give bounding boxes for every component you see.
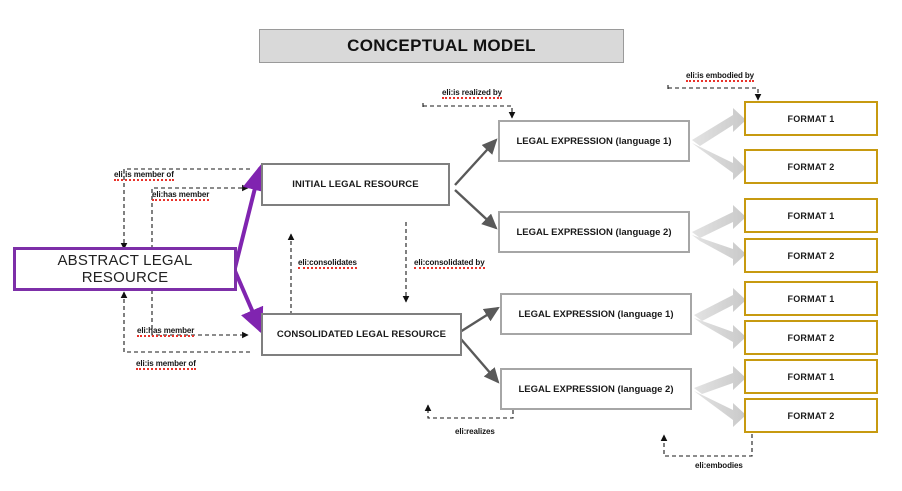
edge-is-member-of-bottom [120,291,250,353]
edge-label-realizes-text: eli:realizes [455,427,495,436]
block-arrow-expr-i-l2-to-formats [692,205,746,266]
edge-label-is-member-of-top-text: eli:is member of [114,170,174,181]
node-consolidated-legal-resource-label: CONSOLIDATED LEGAL RESOURCE [276,329,447,340]
edge-consolidated-to-expressions [459,306,500,384]
edge-label-is-embodied-by: eli:is embodied by [686,71,754,82]
node-legal-expression-consolidated-lang1-label: LEGAL EXPRESSION (language 1) [518,308,674,320]
node-format-initial-lang2-format1[interactable]: FORMAT 1 [744,198,878,233]
node-format-consolidated-lang2-format1-label: FORMAT 1 [787,371,835,382]
edge-label-consolidated-by-text: eli:consolidated by [414,258,485,269]
node-consolidated-legal-resource[interactable]: CONSOLIDATED LEGAL RESOURCE [261,313,462,356]
page-title: CONCEPTUAL MODEL [259,29,624,63]
edge-is-realized-by [422,103,512,118]
node-format-initial-lang1-format2[interactable]: FORMAT 2 [744,149,878,184]
node-format-initial-lang1-format1-label: FORMAT 1 [787,113,835,124]
node-format-initial-lang1-format2-label: FORMAT 2 [787,161,835,172]
page-title-text: CONCEPTUAL MODEL [347,36,536,55]
edge-label-has-member-bottom: eli:has member [137,326,195,337]
edge-label-is-realized-by: eli:is realized by [442,88,503,99]
node-format-consolidated-lang1-format1[interactable]: FORMAT 1 [744,281,878,316]
edge-label-consolidates-text: eli:consolidates [298,258,357,269]
edge-label-embodies-text: eli:embodies [695,461,743,470]
node-abstract-legal-resource[interactable]: ABSTRACT LEGAL RESOURCE [13,247,237,291]
edge-label-is-member-of-bottom: eli:is member of [136,359,196,370]
edge-abstract-to-initial-purple [233,164,267,269]
edge-is-member-of-top [120,168,250,250]
node-initial-legal-resource-label: INITIAL LEGAL RESOURCE [292,179,419,190]
edge-label-has-member-top: eli:has member [152,190,210,201]
node-legal-expression-consolidated-lang1[interactable]: LEGAL EXPRESSION (language 1) [500,293,692,335]
node-format-consolidated-lang2-format2[interactable]: FORMAT 2 [744,398,878,433]
node-format-consolidated-lang2-format1[interactable]: FORMAT 1 [744,359,878,394]
node-format-initial-lang2-format2[interactable]: FORMAT 2 [744,238,878,273]
edge-label-embodies: eli:embodies [695,461,743,470]
edge-embodies [660,434,753,457]
edge-label-consolidated-by: eli:consolidated by [414,258,485,269]
node-legal-expression-consolidated-lang2-label: LEGAL EXPRESSION (language 2) [518,383,674,395]
block-arrow-expr-i-l1-to-formats [692,108,746,180]
block-arrow-expr-c-l1-to-formats [694,288,746,349]
node-format-consolidated-lang1-format1-label: FORMAT 1 [787,293,835,304]
node-abstract-legal-resource-label: ABSTRACT LEGAL RESOURCE [57,252,193,286]
node-legal-expression-initial-lang2-label: LEGAL EXPRESSION (language 2) [516,226,672,238]
edge-label-is-realized-by-text: eli:is realized by [442,88,503,99]
node-format-consolidated-lang2-format2-label: FORMAT 2 [787,410,835,421]
node-format-initial-lang2-format1-label: FORMAT 1 [787,210,835,221]
node-legal-expression-initial-lang1[interactable]: LEGAL EXPRESSION (language 1) [498,120,690,162]
edge-is-embodied-by [667,85,758,100]
node-initial-legal-resource[interactable]: INITIAL LEGAL RESOURCE [261,163,450,206]
edge-label-realizes: eli:realizes [455,427,495,436]
node-legal-expression-consolidated-lang2[interactable]: LEGAL EXPRESSION (language 2) [500,368,692,410]
edge-label-is-embodied-by-text: eli:is embodied by [686,71,754,82]
node-format-consolidated-lang1-format2[interactable]: FORMAT 2 [744,320,878,355]
edge-label-consolidates: eli:consolidates [298,258,357,269]
edge-initial-to-expressions [454,138,498,230]
node-format-initial-lang1-format1[interactable]: FORMAT 1 [744,101,878,136]
edge-label-is-member-of-top: eli:is member of [114,170,174,181]
edge-label-has-member-bottom-text: eli:has member [137,326,195,337]
edge-label-is-member-of-bottom-text: eli:is member of [136,359,196,370]
node-format-initial-lang2-format2-label: FORMAT 2 [787,250,835,261]
block-arrow-expr-c-l2-to-formats [694,366,746,427]
node-legal-expression-initial-lang2[interactable]: LEGAL EXPRESSION (language 2) [498,211,690,253]
edge-label-has-member-top-text: eli:has member [152,190,210,201]
node-legal-expression-initial-lang1-label: LEGAL EXPRESSION (language 1) [516,135,672,147]
node-format-consolidated-lang1-format2-label: FORMAT 2 [787,332,835,343]
edge-abstract-to-consolidated-purple [233,270,264,335]
